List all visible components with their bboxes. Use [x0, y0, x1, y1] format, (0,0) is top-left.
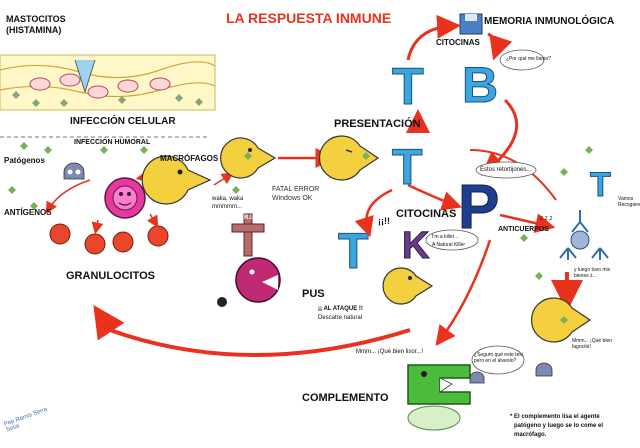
to-macrophage-arrow	[213, 172, 234, 186]
histamina-label: (HISTAMINA)	[6, 25, 62, 35]
zzz-text: z z z	[540, 216, 553, 222]
grave-cross	[231, 213, 265, 257]
antigen-fragments	[8, 142, 593, 280]
to-plasma-cell-arrow	[407, 183, 463, 211]
bubble-killer-text-1: I'm a killer...	[432, 234, 459, 240]
mmm-que-text: Mmm... ¡Qué bien fagocité!	[572, 338, 613, 350]
al-ataque-text: ¡¡ AL ATAQUE !!	[318, 306, 363, 312]
killer-pacman	[382, 267, 434, 305]
complemento-label: COMPLEMENTO	[302, 392, 389, 404]
complement-creature	[407, 364, 471, 405]
macrophage-pacman-left	[141, 155, 212, 205]
t-cell-top: T	[392, 58, 424, 116]
que-bien-text: Mmm... ¡Qué bien lisor...!	[356, 349, 424, 355]
pathogen-skull-icons	[63, 162, 553, 384]
presentacion-label: PRESENTACIÓN	[334, 118, 421, 130]
infected-cell	[104, 177, 146, 219]
note-line-3: macrófago.	[514, 432, 547, 438]
memoria-label: MEMORIA INMUNOLÓGICA	[484, 16, 615, 27]
macrophage-pacman-center	[220, 137, 277, 179]
note-line-2: patógeno y luego se lo come el	[514, 423, 604, 429]
granulocyte-cells	[49, 223, 169, 255]
return-arrow	[93, 305, 411, 357]
tissue-illustration	[0, 54, 216, 111]
bubble-por-que	[499, 49, 545, 71]
bubble-estos	[475, 161, 537, 179]
infeccion-celular-label: INFECCIÓN CELULAR	[70, 116, 176, 127]
waka-text: waka, waka	[212, 196, 244, 202]
presenting-macrophage	[319, 135, 380, 181]
bubble-killer	[425, 229, 479, 251]
bubble-seguro	[471, 345, 525, 375]
macrofagos-label: MACRÓFAGOS	[160, 154, 219, 163]
bomb-icon	[217, 297, 227, 307]
patogenos-label: Patógenos	[4, 156, 45, 165]
b-cell: B	[462, 57, 498, 113]
antibody-shapes	[559, 210, 609, 260]
rip-text: R.I.P	[244, 215, 258, 221]
presentation-to-killer-arrow	[354, 188, 393, 238]
to-complement-arrow	[435, 239, 492, 347]
mmm-text: mmmmm...	[212, 204, 242, 210]
citocinas-mid-label: CITOCINAS	[396, 208, 457, 220]
t-cell-killer: T	[338, 223, 369, 279]
exclaim-text: ¡¡!!	[378, 216, 390, 226]
to-antibodies-arrow	[499, 213, 556, 233]
pus-cell	[235, 257, 281, 303]
t-cell-right: T	[590, 166, 611, 204]
antigenos-label: ANTÍGENOS	[4, 208, 52, 217]
anticuerpos-label: ANTICUERPOS	[498, 226, 549, 233]
bubble-por-que-text: ¿Por qué me llamo?	[506, 56, 552, 62]
fatal-error-text: FATAL ERROR	[272, 186, 320, 193]
page-title: LA RESPUESTA INMUNE	[226, 10, 392, 26]
descatre-text: Descatre natural	[318, 315, 363, 321]
windows-ok-text: Windows OK	[272, 195, 313, 202]
citocinas-top-label: CITOCINAS	[436, 38, 480, 47]
granulocitos-label: GRANULOCITOS	[66, 270, 156, 282]
pus-label: PUS	[302, 288, 325, 300]
note-line-1: * El complemento lisa el agente	[510, 414, 600, 420]
vamos-text: Vamos Recogiendo	[618, 196, 640, 208]
phagocyte-pacman-right	[531, 297, 592, 343]
thought-cloud	[407, 405, 461, 431]
yo-sigo-text: y luego tuvo mis bienes z...	[574, 267, 611, 279]
seguro-text: ¿Seguro qué este tesi pero en el alveolo…	[474, 352, 523, 364]
bubble-killer-text-2: A Natural Killer	[432, 242, 466, 248]
bubble-estos-text: Estos retortijones...	[480, 167, 532, 173]
infeccion-humoral-label: INFECCIÓN HUMORAL	[74, 139, 151, 146]
k-cell: K	[402, 225, 430, 267]
t-cell-center: T	[392, 139, 423, 195]
mastocitos-label: MASTOCITOS	[6, 14, 66, 24]
